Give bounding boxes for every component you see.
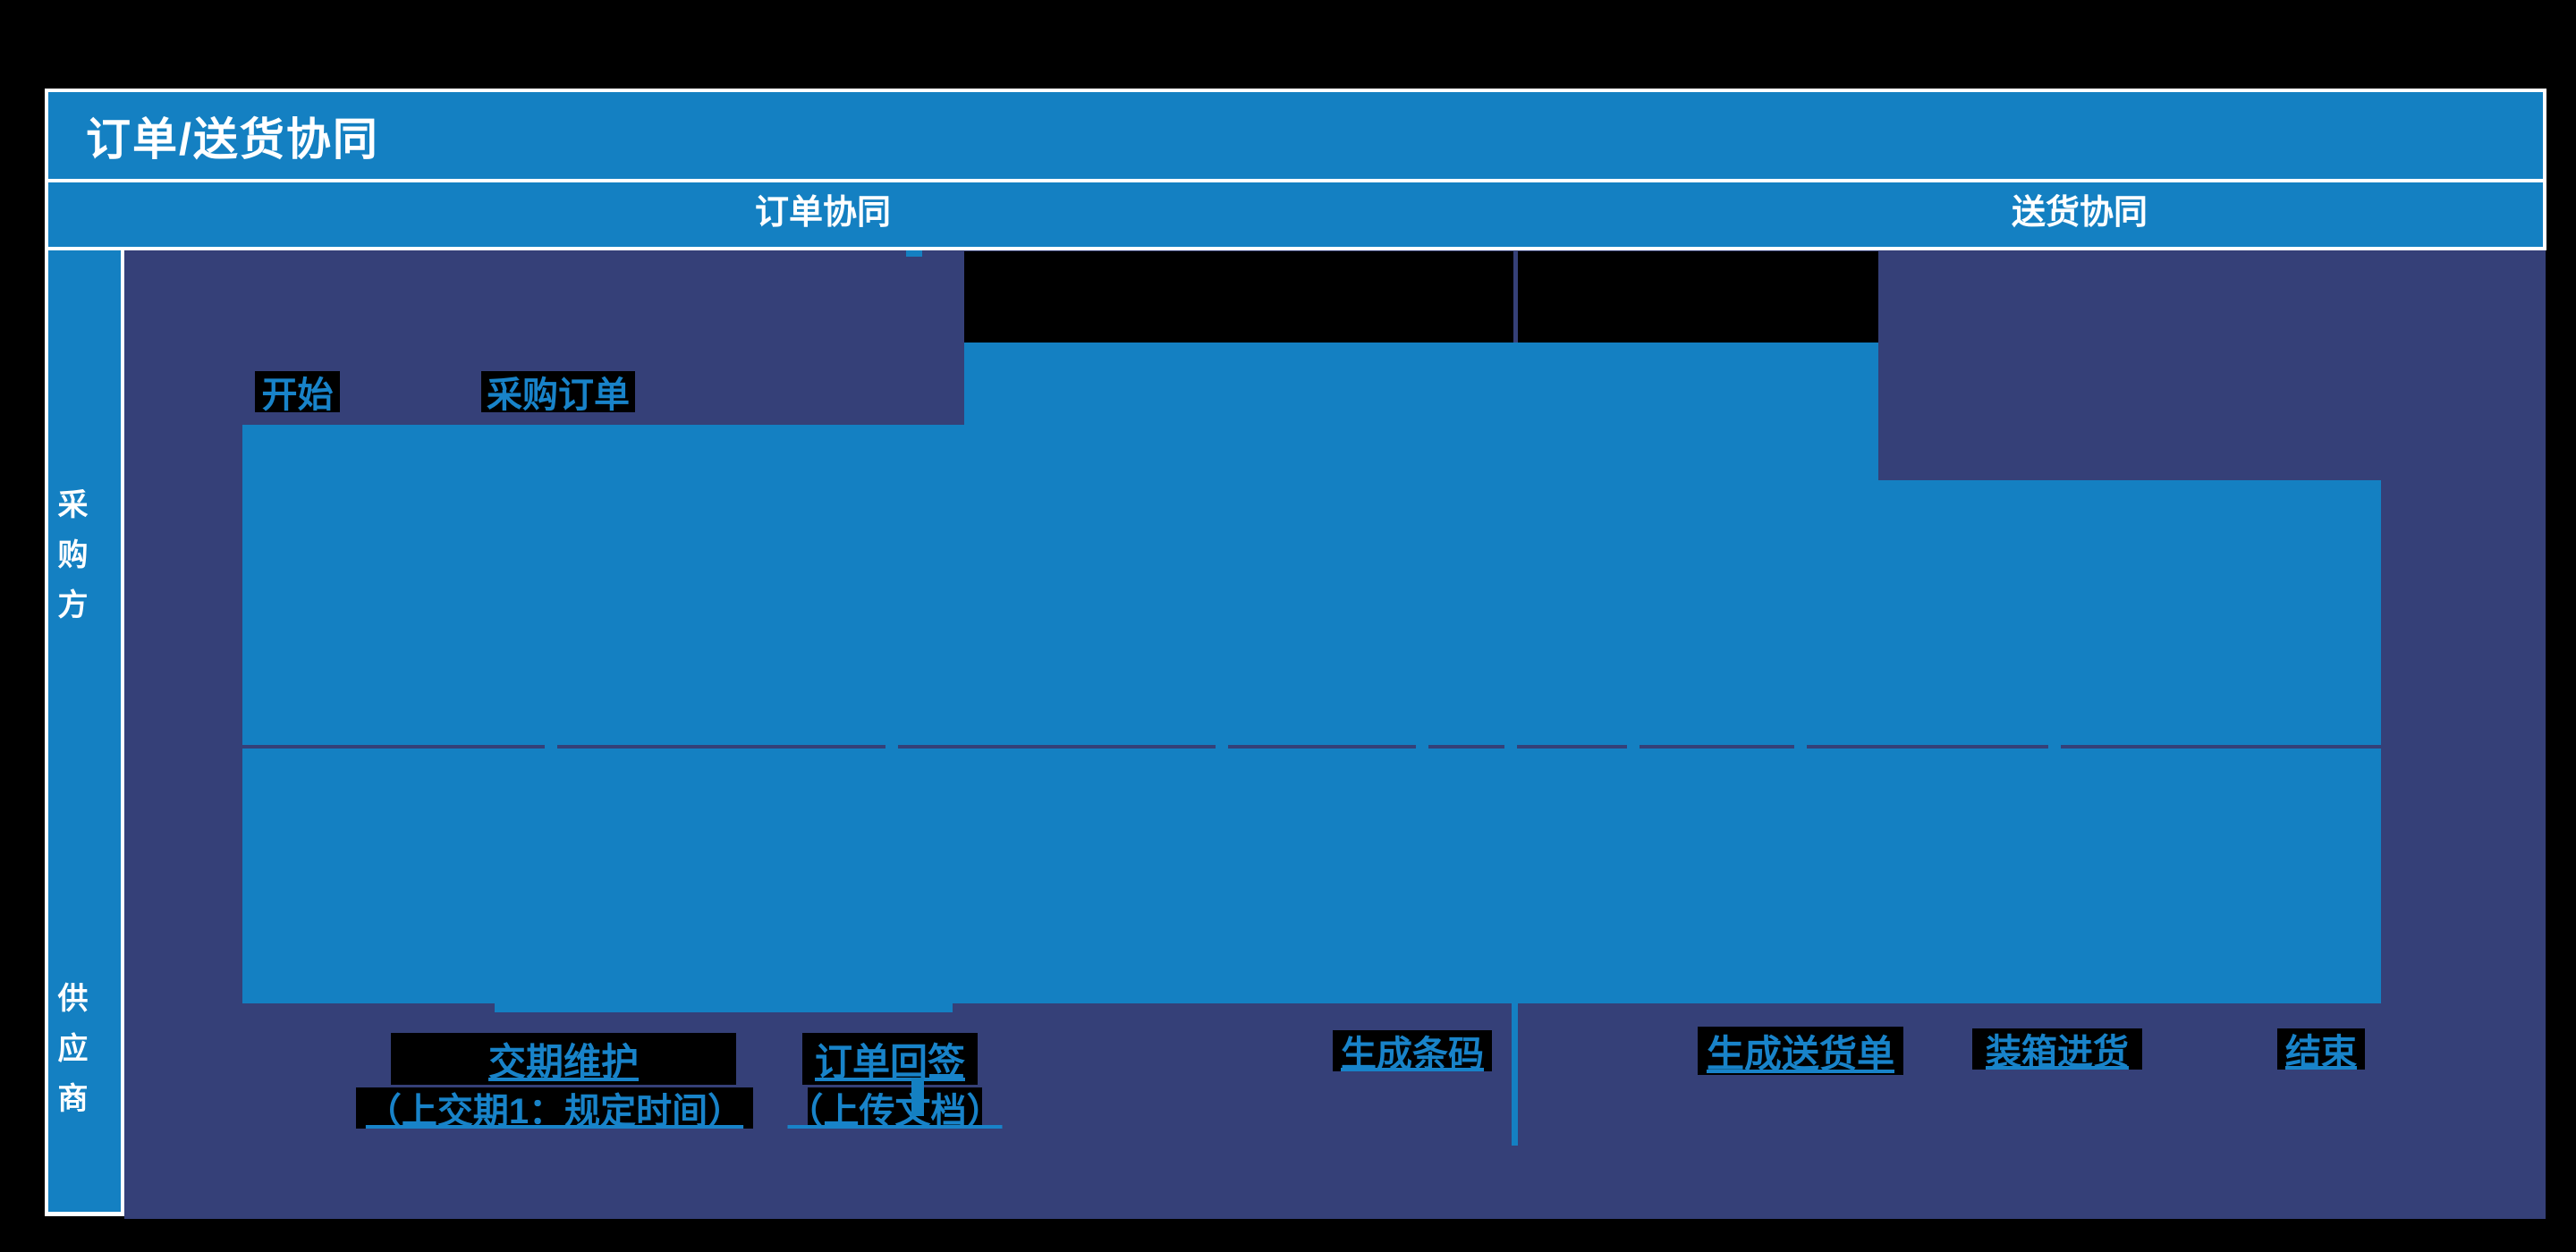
section-header-row: 订单协同 送货协同 [45, 182, 2546, 250]
lane-seam-gap [545, 745, 557, 749]
section-header-delivery: 送货协同 [2011, 194, 2148, 232]
connector-strip [495, 1003, 953, 1012]
node-delivery-date-maintenance[interactable]: 交期维护 [391, 1033, 736, 1085]
masked-region-right [1518, 251, 1878, 343]
lane-label-supplier: 供应商 [53, 982, 87, 1132]
node-end[interactable]: 结束 [2277, 1028, 2365, 1072]
lane-seam-gap [1627, 745, 1640, 749]
lane-seam-gap [2048, 745, 2061, 749]
lane-seam-gap [1216, 745, 1228, 749]
node-packing-inbound[interactable]: 装箱进货 [1972, 1028, 2142, 1072]
node-order-sign-back-note[interactable]: （上传文档） [788, 1087, 1003, 1131]
masked-region-left [964, 251, 1513, 343]
flow-region-buyer-left [242, 425, 964, 745]
node-generate-barcode[interactable]: 生成条码 [1333, 1030, 1492, 1074]
lane-seam-gap [1794, 745, 1807, 749]
lane-seam-gap [1504, 745, 1517, 749]
page-title: 订单/送货协同 [86, 114, 379, 165]
connector-tab [906, 250, 922, 257]
connector-sign-back [911, 1078, 924, 1116]
node-generate-delivery-note[interactable]: 生成送货单 [1698, 1027, 1903, 1075]
node-delivery-date-maintenance-note[interactable]: （上交期1：规定时间） [356, 1087, 753, 1131]
flow-region-supplier [242, 749, 2381, 1003]
node-purchase-order: 采购订单 [481, 371, 635, 415]
title-bar: 订单/送货协同 [45, 89, 2546, 182]
flow-region-buyer-right [1878, 480, 2381, 745]
node-order-sign-back[interactable]: 订单回签 [802, 1033, 978, 1085]
node-start: 开始 [255, 371, 340, 415]
flow-canvas: 开始 采购订单 交期维护 （上交期1：规定时间） 订单回签 （上传文档） 生成条… [124, 250, 2546, 1219]
section-header-order: 订单协同 [754, 194, 891, 232]
flow-region-buyer-middle [964, 343, 1878, 745]
lane-label-buyer: 采购方 [53, 488, 87, 639]
section-divider-line [1512, 1003, 1518, 1146]
lane-seam-gap [886, 745, 898, 749]
lane-label-strip: 采购方 供应商 [45, 250, 124, 1216]
lane-seam-gap [1416, 745, 1428, 749]
